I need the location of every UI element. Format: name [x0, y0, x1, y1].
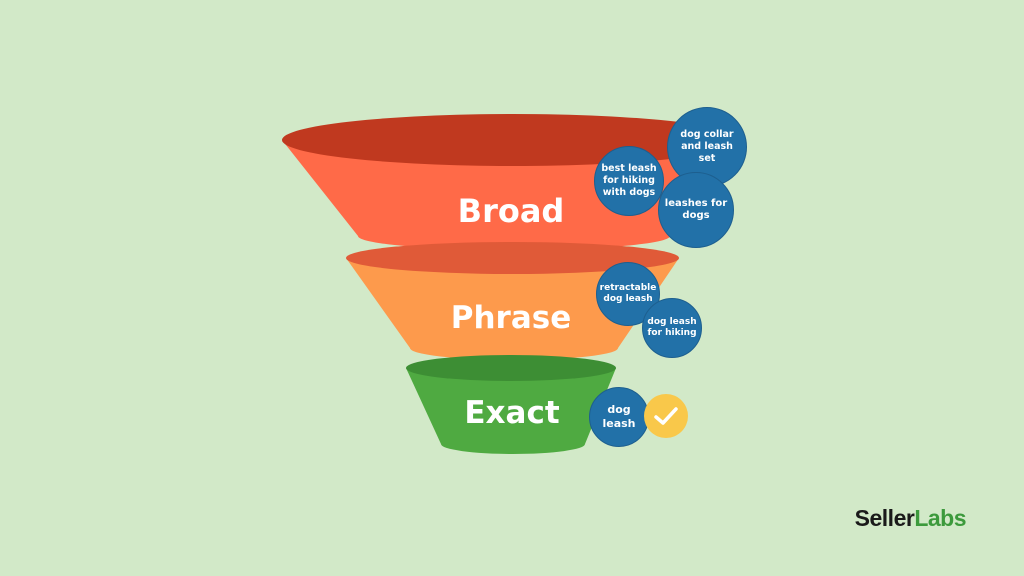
keyword-bubble: leashes for dogs: [658, 172, 734, 248]
tier-label-broad: Broad: [457, 192, 565, 230]
sellerlabs-logo: SellerLabs: [854, 505, 967, 532]
phrase-tier: [346, 242, 679, 360]
tier-label-exact: Exact: [464, 395, 560, 431]
tier-label-phrase: Phrase: [450, 300, 572, 336]
phrase-tier-top: [346, 242, 679, 274]
brand-part-labs: Labs: [914, 505, 966, 531]
exact-tier-top: [406, 355, 616, 381]
phrase-tier-body: [346, 258, 679, 360]
keyword-bubble: dog leash: [589, 387, 649, 447]
keyword-bubble: best leash for hiking with dogs: [594, 146, 664, 216]
brand-part-seller: Seller: [854, 505, 915, 531]
exact-tier: [406, 355, 616, 454]
keyword-bubble: dog leash for hiking: [642, 298, 702, 358]
checkmark-icon: [644, 394, 688, 438]
exact-tier-body: [406, 368, 616, 454]
